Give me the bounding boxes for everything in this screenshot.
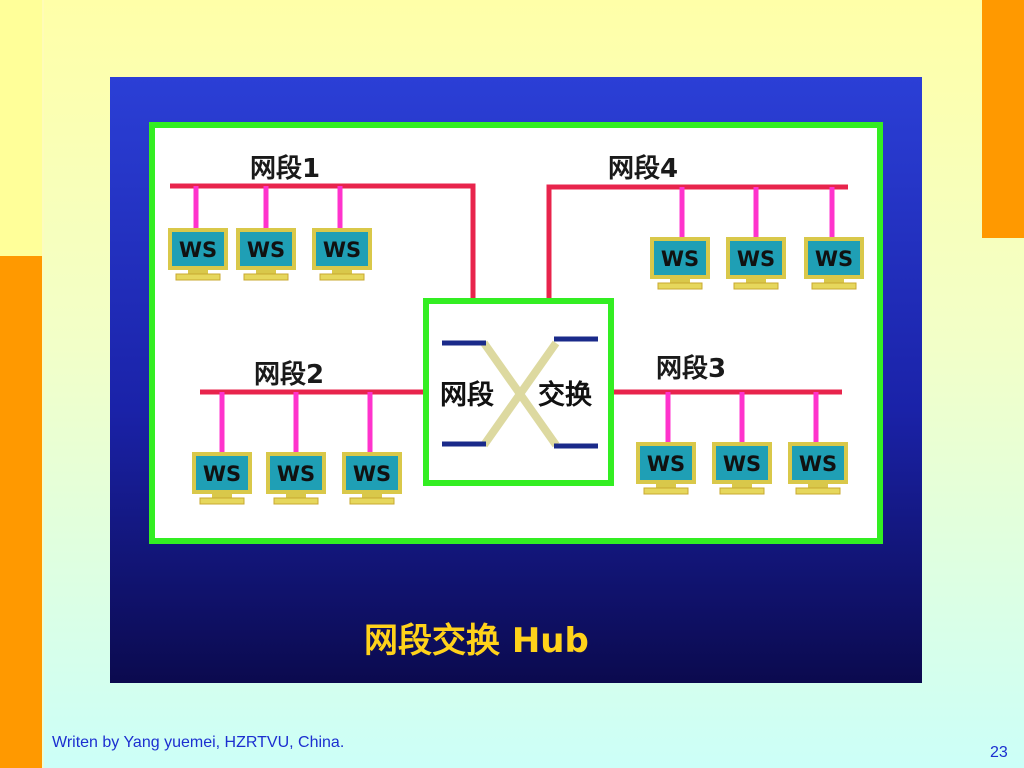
ws-label: WS — [323, 238, 361, 262]
segment-4-ws-2: WS — [726, 187, 786, 290]
ws-label: WS — [247, 238, 285, 262]
diagram-panel: 网段1 WS WS WS — [110, 77, 922, 683]
segment-1-label: 网段1 — [250, 153, 320, 184]
ws-label: WS — [277, 462, 315, 486]
segment-2-label: 网段2 — [254, 359, 324, 390]
ws-label: WS — [723, 452, 761, 476]
segment-4: 网段4 WS WS WS — [546, 153, 864, 299]
switch-right-label: 交换 — [538, 379, 593, 411]
ws-label: WS — [647, 452, 685, 476]
segment-3-ws-3: WS — [788, 392, 848, 495]
segment-1-bus — [170, 183, 476, 299]
segment-3-ws-1: WS — [636, 392, 696, 495]
switch-left-label: 网段 — [440, 380, 494, 411]
segment-1-ws-3: WS — [312, 186, 372, 281]
segment-3: 网段3 WS WS WS — [610, 353, 848, 495]
diagram-caption: 网段交换 Hub — [364, 621, 589, 661]
ws-label: WS — [203, 462, 241, 486]
footer-credit: Writen by Yang yuemei, HZRTVU, China. — [52, 734, 345, 751]
segment-3-ws-2: WS — [712, 392, 772, 495]
segment-1-ws-1: WS — [168, 186, 228, 281]
ws-label: WS — [661, 247, 699, 271]
segment-2-ws-3: WS — [342, 392, 402, 505]
ws-label: WS — [737, 247, 775, 271]
segment-4-bus — [546, 184, 848, 299]
ws-label: WS — [815, 247, 853, 271]
right-orange-bar — [982, 0, 1024, 238]
segment-3-label: 网段3 — [656, 353, 726, 384]
segment-1-ws-2: WS — [236, 186, 296, 281]
ws-label: WS — [353, 462, 391, 486]
segment-4-ws-1: WS — [650, 187, 710, 290]
left-top-panel — [0, 0, 42, 256]
segment-switch: 网段 交换 — [423, 298, 614, 486]
segment-1: 网段1 WS WS WS — [168, 153, 476, 299]
left-divider-line — [42, 0, 44, 768]
slide-number: 23 — [990, 744, 1008, 761]
segment-2-ws-2: WS — [266, 392, 326, 505]
segment-4-label: 网段4 — [608, 153, 678, 184]
network-diagram: 网段1 WS WS WS — [149, 122, 883, 661]
left-orange-bar — [0, 256, 42, 768]
ws-label: WS — [179, 238, 217, 262]
ws-label: WS — [799, 452, 837, 476]
segment-2-ws-1: WS — [192, 392, 252, 505]
switch-cross-line-2 — [480, 340, 560, 448]
segment-2: 网段2 WS WS WS — [192, 359, 426, 505]
segment-4-ws-3: WS — [804, 187, 864, 290]
